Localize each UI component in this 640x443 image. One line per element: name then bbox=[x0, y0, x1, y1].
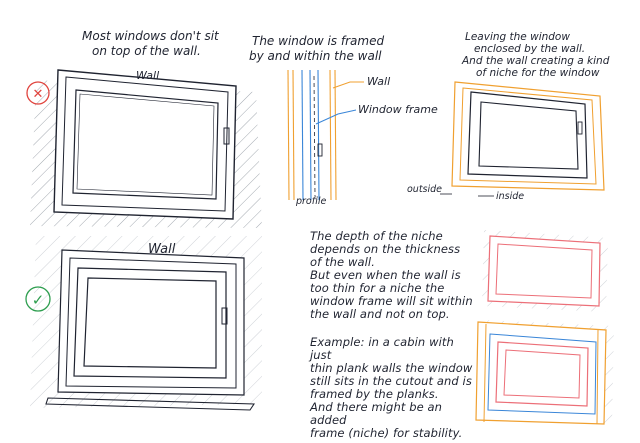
right-mark-icon bbox=[25, 286, 51, 312]
thin-wall-sketch bbox=[482, 230, 608, 312]
note-example-line: still sits in the cutout and is bbox=[310, 374, 472, 388]
note-depth-line: of the wall. bbox=[310, 255, 375, 269]
note-depth-line: the wall and not on top. bbox=[310, 307, 450, 321]
window-glass bbox=[83, 277, 217, 369]
caption-niche-line: And the wall creating a kind bbox=[461, 55, 610, 67]
niche-example-sketch: outside inside bbox=[407, 81, 605, 202]
note-depth-line: window frame will sit within bbox=[310, 294, 473, 308]
pink-window-sash bbox=[495, 341, 589, 407]
caption-framed-line: The window is framed bbox=[252, 34, 384, 48]
wall-outer-line bbox=[287, 69, 290, 201]
note-example-line: frame (niche) for stability. bbox=[310, 426, 463, 440]
window-sash bbox=[61, 76, 229, 212]
note-depth-line: But even when the wall is bbox=[310, 268, 461, 282]
pink-frame-outer bbox=[487, 235, 601, 307]
window-glass bbox=[72, 89, 219, 200]
wall-outer-line bbox=[292, 69, 295, 201]
window-handle-icon bbox=[577, 121, 583, 135]
caption-framed: The window is framed by and within the w… bbox=[249, 34, 388, 63]
note-example-line: thin plank walls the window bbox=[310, 361, 473, 375]
caption-niche: Leaving the window enclosed by the wall.… bbox=[461, 31, 613, 79]
note-example-line: framed by the planks. bbox=[310, 387, 439, 401]
wall-section-label: Wall bbox=[367, 75, 390, 88]
note-depth-line: too thin for a niche the bbox=[310, 281, 445, 295]
wrong-mark-glyph: ✕ bbox=[33, 87, 44, 102]
window-frame-blue bbox=[487, 333, 597, 415]
caption-framed-line: by and within the wall bbox=[249, 49, 382, 63]
frame-leader-line bbox=[315, 109, 357, 125]
window-outer-frame bbox=[467, 91, 588, 179]
window-sill bbox=[45, 397, 256, 411]
wall-inner-line bbox=[329, 69, 332, 201]
note-depth-line: depends on the thickness bbox=[310, 242, 461, 256]
window-frame-line bbox=[317, 69, 320, 201]
window-outer-frame bbox=[53, 69, 237, 220]
inside-label: inside bbox=[496, 191, 524, 202]
window-frame-label: Window frame bbox=[358, 103, 438, 116]
wall-niche-outline bbox=[451, 81, 605, 191]
caption-niche-line: enclosed by the wall. bbox=[474, 43, 585, 55]
wrong-example-sketch: Wall ✕ bbox=[26, 69, 262, 228]
handle-section bbox=[317, 143, 323, 157]
wall-niche-opening bbox=[58, 250, 244, 395]
wrong-mark-icon bbox=[26, 81, 50, 105]
plank-edge bbox=[483, 323, 487, 423]
cabin-plank-sketch bbox=[475, 320, 614, 425]
window-frame-line bbox=[301, 69, 304, 201]
right-example-sketch: Wall ✓ bbox=[25, 236, 262, 411]
caption-wrong-line: Most windows don't sit bbox=[82, 29, 220, 43]
window-handle-icon bbox=[221, 307, 228, 325]
niche-reveal bbox=[65, 257, 237, 389]
caption-wrong: Most windows don't sit on top of the wal… bbox=[82, 29, 223, 58]
note-depth: The depth of the niche depends on the th… bbox=[310, 230, 474, 321]
caption-niche-line: Leaving the window bbox=[465, 31, 570, 43]
wall-niche-opening bbox=[57, 249, 245, 396]
wall-niche-outline bbox=[459, 87, 597, 185]
plank-frame-outer bbox=[475, 321, 607, 425]
section-profile-sketch: Wall Window frame profile bbox=[287, 69, 438, 207]
window-glass-inner bbox=[76, 93, 215, 196]
pink-frame-inner bbox=[495, 243, 593, 299]
window-frame-line bbox=[309, 69, 312, 201]
caption-niche-line: of niche for the window bbox=[476, 67, 600, 79]
glass-line bbox=[313, 75, 316, 197]
note-example-line: Example: in a cabin with just bbox=[310, 335, 454, 362]
right-mark-glyph: ✓ bbox=[32, 291, 45, 309]
note-depth-line: The depth of the niche bbox=[310, 229, 443, 243]
wall-inner-line bbox=[334, 69, 337, 201]
wall-label-upper: Wall bbox=[136, 69, 159, 82]
wall-label-lower: Wall bbox=[148, 242, 176, 257]
note-example-line: And there might be an added bbox=[310, 400, 443, 427]
pink-window-glass bbox=[503, 349, 581, 399]
caption-wrong-line: on top of the wall. bbox=[92, 44, 201, 58]
outside-label: outside bbox=[407, 184, 442, 195]
window-glass bbox=[478, 101, 579, 170]
profile-label: profile bbox=[295, 196, 327, 207]
wall-leader-line bbox=[332, 81, 364, 89]
window-handle-icon bbox=[223, 127, 230, 145]
window-frame bbox=[73, 267, 227, 379]
plank-edge bbox=[596, 329, 599, 425]
note-example: Example: in a cabin with just thin plank… bbox=[310, 336, 474, 440]
